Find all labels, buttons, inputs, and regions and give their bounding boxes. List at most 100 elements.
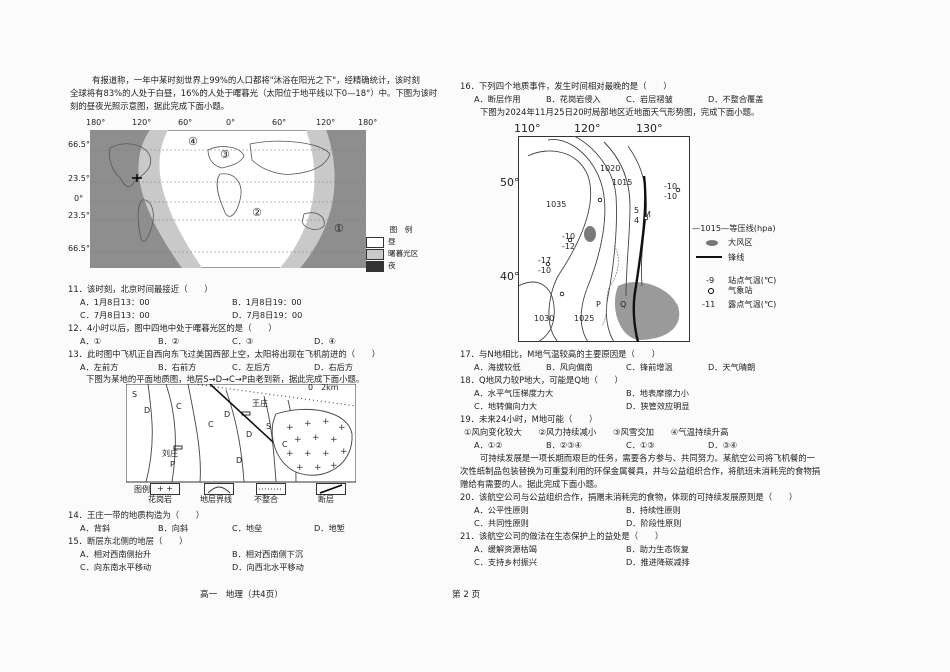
lon-tick: 180° — [358, 118, 378, 127]
stratum-label: S — [132, 390, 138, 399]
night-area — [90, 130, 182, 268]
station-value: -12 — [562, 242, 576, 251]
stratum-label: C — [176, 402, 182, 411]
q21-option-c[interactable]: C．支持乡村振兴 — [474, 557, 538, 567]
q14-option-c[interactable]: C．地垒 — [232, 523, 263, 533]
q20-option-a[interactable]: A．公平性原则 — [474, 505, 529, 515]
svg-text:+: + — [322, 449, 330, 459]
q20-stem: 20．该航空公司与公益组织合作，捐赠未消耗完的食物，体现的可持续发展原则是（ ） — [460, 492, 798, 502]
legend-station-icon — [708, 288, 714, 294]
stratum-label: S — [266, 422, 272, 431]
q12-stem: 12．4小时以后，图中四地中处于曙暮光区的是（ ） — [68, 323, 277, 333]
legend-dew-value: -11 — [702, 299, 716, 309]
q12-option-c[interactable]: C．③ — [232, 336, 254, 346]
q15-option-d[interactable]: D．向西北水平移动 — [232, 562, 304, 572]
isobar-label: 1025 — [574, 314, 595, 323]
q18-option-a[interactable]: A．水平气压梯度力大 — [474, 388, 554, 398]
svg-text:+: + — [286, 423, 294, 433]
isobar-label: 1020 — [600, 164, 621, 173]
legend-boundary-swatch — [204, 483, 234, 495]
svg-text:+: + — [314, 463, 322, 473]
world-map-legend: 图 例 昼 曙暮光区 夜 — [366, 224, 436, 272]
q17-option-a[interactable]: A．海拔较低 — [474, 362, 521, 372]
q16-option-b[interactable]: B．花岗岩侵入 — [546, 94, 601, 104]
q19-option-d[interactable]: D．③④ — [708, 440, 738, 450]
q12-option-b[interactable]: B．② — [158, 336, 180, 346]
q21-option-a[interactable]: A．缓解资源枯竭 — [474, 544, 537, 554]
q16-option-d[interactable]: D．不整合覆盖 — [708, 94, 764, 104]
twilight-area — [138, 130, 202, 268]
wangzhuang-marker — [241, 411, 251, 416]
q19-option-a[interactable]: A．①② — [474, 440, 503, 450]
svg-text:+: + — [338, 423, 346, 433]
q14-option-d[interactable]: D．地堑 — [314, 523, 345, 533]
sustain-intro-3: 赠给有需要的人。据此完成下面小题。 — [460, 479, 603, 489]
q11-option-d[interactable]: D．7月8日19：00 — [232, 310, 303, 320]
intro-line-2: 全球将有83%的人处于白昼，16%的人处于曙暮光（太阳位于地平线以下0—18°）… — [70, 88, 438, 98]
q13-option-d[interactable]: D．右后方 — [314, 362, 354, 372]
svg-text:+: + — [330, 461, 338, 471]
station-value: -10 — [562, 232, 576, 241]
q19-items: ①风向变化较大 ②风力持续减小 ③风雪交加 ④气温持续升高 — [464, 427, 729, 437]
granite-area — [271, 408, 353, 476]
q13-option-b[interactable]: B．右前方 — [158, 362, 197, 372]
q11-option-a[interactable]: A．1月8日13：00 — [80, 297, 150, 307]
q13-option-c[interactable]: C．左后方 — [232, 362, 271, 372]
q15-option-c[interactable]: C．向东南水平移动 — [80, 562, 152, 572]
svg-text:+: + — [304, 419, 312, 429]
q17-option-b[interactable]: B．风向偏南 — [546, 362, 593, 372]
q15-option-b[interactable]: B．相对西南侧下沉 — [232, 549, 304, 559]
stratum-label: P — [170, 460, 175, 469]
q14-option-b[interactable]: B．向斜 — [158, 523, 189, 533]
svg-text:+: + — [286, 449, 294, 459]
q14-stem: 14．王庄一带的地质构造为（ ） — [68, 510, 205, 520]
q12-option-d[interactable]: D．④ — [314, 336, 336, 346]
point-m: M — [644, 210, 651, 219]
q19-option-c[interactable]: C．①③ — [626, 440, 655, 450]
plane-icon — [132, 174, 142, 182]
town-liuzhuang: 刘庄 — [162, 449, 178, 458]
station-value: -10 — [664, 192, 678, 201]
q20-option-c[interactable]: C．共同性原则 — [474, 518, 529, 528]
q13-option-a[interactable]: A．左前方 — [80, 362, 119, 372]
q16-option-c[interactable]: C．岩层褶皱 — [626, 94, 673, 104]
q11-stem: 11．该时刻，北京时间最接近（ ） — [68, 284, 213, 294]
q21-option-b[interactable]: B．助力生态恢复 — [626, 544, 689, 554]
night-area — [300, 130, 366, 268]
station-value: 4 — [634, 216, 640, 225]
lon-tick: 180° — [86, 118, 106, 127]
lon-tick: 0° — [226, 118, 236, 127]
q18-option-c[interactable]: C．地转偏向力大 — [474, 401, 538, 411]
q17-option-c[interactable]: C．锋前增温 — [626, 362, 673, 372]
liuzhuang-marker — [173, 445, 183, 450]
q16-stem: 16．下列四个地质事件，发生时间相对最晚的是（ ） — [460, 81, 672, 91]
lon-tick: 120° — [132, 118, 152, 127]
q18-option-b[interactable]: B．地表摩擦力小 — [626, 388, 689, 398]
q20-option-b[interactable]: B．持续性原则 — [626, 505, 681, 515]
weather-map — [518, 136, 690, 342]
stratum-label: D — [236, 456, 243, 465]
q18-option-d[interactable]: D．狭管效应明显 — [626, 401, 690, 411]
q15-option-a[interactable]: A．相对西南侧抬升 — [80, 549, 152, 559]
twilight-area — [280, 130, 335, 268]
legend-day: 昼 — [366, 236, 436, 248]
point-p: P — [596, 300, 601, 309]
q11-option-b[interactable]: B．1月8日19：00 — [232, 297, 302, 307]
q21-option-d[interactable]: D．推进降碳减排 — [626, 557, 690, 567]
q11-option-c[interactable]: C．7月8日13：00 — [80, 310, 150, 320]
legend-gale-swatch — [706, 240, 718, 246]
legend-granite-swatch: + + — [150, 483, 180, 495]
q19-option-b[interactable]: B．②③④ — [546, 440, 582, 450]
q14-option-a[interactable]: A．背斜 — [80, 523, 111, 533]
lat-tick: 23.5° — [68, 211, 90, 220]
weather-intro: 下图为2024年11月25日20时局部地区近地面天气形势图，完成下面小题。 — [480, 107, 760, 117]
q16-option-a[interactable]: A．断层作用 — [474, 94, 521, 104]
q17-option-d[interactable]: D．天气晴朗 — [708, 362, 756, 372]
sustain-intro-2: 次性纸制品包装替换为可重复利用的环保金属餐具，并与公益组织合作，将航班未消耗完的… — [460, 466, 821, 476]
stratum-label: D — [224, 410, 231, 419]
q20-option-d[interactable]: D．阶段性原则 — [626, 518, 682, 528]
footer-right: 第 2 页 — [452, 590, 481, 600]
q12-option-a[interactable]: A．① — [80, 336, 102, 346]
lon-tick: 110° — [514, 122, 541, 135]
